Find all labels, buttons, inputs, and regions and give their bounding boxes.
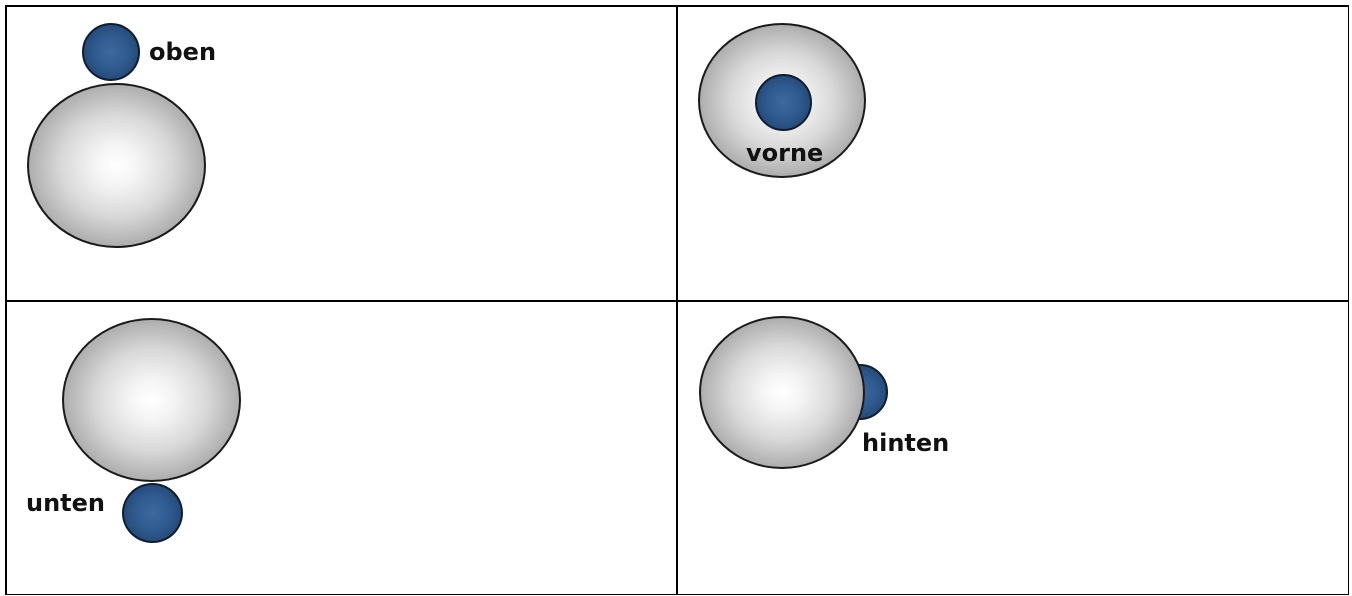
big-ball xyxy=(699,316,865,469)
position-label: hinten xyxy=(862,431,949,455)
position-label: unten xyxy=(26,491,105,515)
grid-divider-horizontal xyxy=(5,300,1349,302)
small-ball xyxy=(122,483,183,543)
big-ball xyxy=(27,83,206,248)
position-label: vorne xyxy=(746,141,823,165)
big-ball xyxy=(62,318,241,482)
small-ball xyxy=(755,74,812,131)
small-ball xyxy=(82,23,140,81)
position-label: oben xyxy=(149,40,216,64)
